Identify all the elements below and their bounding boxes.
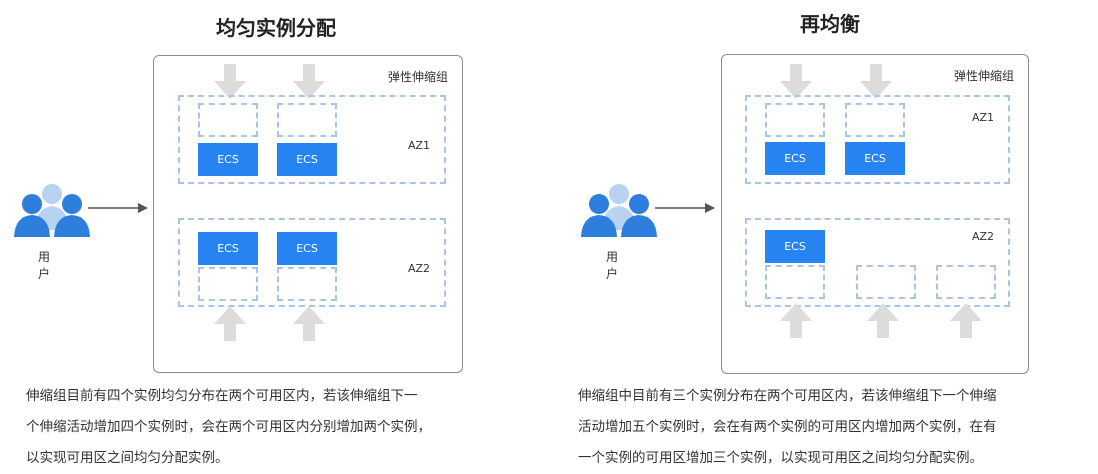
- ecs-instance: ECS: [198, 232, 258, 265]
- az-label: AZ2: [407, 262, 430, 275]
- scaling-group-label: 弹性伸缩组: [953, 69, 1014, 83]
- users-icon: [12, 182, 92, 238]
- caption-line: 伸缩组目前有四个实例均匀分布在两个可用区内，若该伸缩组下一: [26, 388, 418, 404]
- empty-slot: [856, 265, 916, 299]
- az-label: AZ1: [407, 139, 430, 152]
- arrow-up-icon: [292, 305, 326, 341]
- user-label: 用户: [606, 250, 619, 281]
- availability-zone-az1: AZ1: [178, 95, 446, 184]
- ecs-instance: ECS: [765, 142, 825, 175]
- arrow-up-icon: [213, 305, 247, 341]
- empty-slot: [845, 103, 905, 137]
- caption-line: 活动增加五个实例时，会在有两个实例的可用区内增加两个实例，在有: [578, 419, 997, 435]
- ecs-instance: ECS: [277, 143, 337, 176]
- flow-arrow-icon: [88, 203, 148, 213]
- empty-slot: [198, 103, 258, 137]
- left-caption: 伸缩组目前有四个实例均匀分布在两个可用区内，若该伸缩组下一 个伸缩活动增加四个实…: [26, 381, 431, 474]
- arrow-up-icon: [779, 302, 813, 338]
- caption-line: 一个实例的可用区增加三个实例，以实现可用区之间均匀分配实例。: [578, 450, 983, 466]
- caption-line: 个伸缩活动增加四个实例时，会在两个可用区内分别增加两个实例，: [26, 419, 431, 435]
- flow-arrow-icon: [655, 203, 715, 213]
- empty-slot: [936, 265, 996, 299]
- availability-zone-az2: AZ2: [178, 218, 446, 307]
- az-label: AZ1: [971, 111, 994, 124]
- right-title: 再均衡: [800, 12, 860, 36]
- caption-line: 伸缩组中目前有三个实例分布在两个可用区内，若该伸缩组下一个伸缩: [578, 388, 997, 404]
- empty-slot: [277, 103, 337, 137]
- ecs-instance: ECS: [277, 232, 337, 265]
- empty-slot: [277, 267, 337, 301]
- arrow-up-icon: [949, 302, 983, 338]
- empty-slot: [765, 103, 825, 137]
- ecs-instance: ECS: [765, 230, 825, 263]
- empty-slot: [198, 267, 258, 301]
- scaling-group-label: 弹性伸缩组: [387, 70, 448, 84]
- left-title: 均匀实例分配: [216, 16, 336, 40]
- arrow-up-icon: [866, 302, 900, 338]
- user-label: 用户: [38, 250, 51, 281]
- right-caption: 伸缩组中目前有三个实例分布在两个可用区内，若该伸缩组下一个伸缩 活动增加五个实例…: [578, 381, 997, 474]
- availability-zone-az1: AZ1: [745, 95, 1010, 184]
- caption-line: 以实现可用区之间均匀分配实例。: [26, 450, 229, 466]
- ecs-instance: ECS: [198, 143, 258, 176]
- az-label: AZ2: [971, 230, 994, 243]
- users-icon: [579, 182, 659, 238]
- ecs-instance: ECS: [845, 142, 905, 175]
- empty-slot: [765, 265, 825, 299]
- availability-zone-az2: AZ2: [745, 218, 1010, 307]
